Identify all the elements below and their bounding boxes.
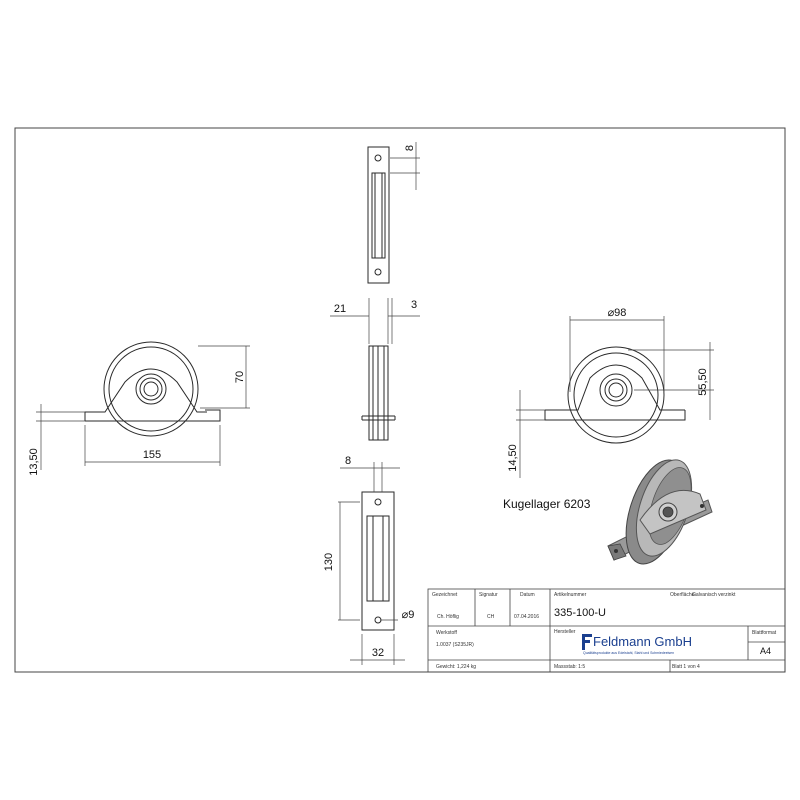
dim-bottom-hole-offset: 8	[345, 455, 351, 467]
article-number: 335-100-U	[554, 607, 606, 619]
surface-label: Oberfläche:	[670, 592, 696, 598]
dim-bottom-width: 32	[372, 647, 384, 659]
signature-value: CH	[487, 614, 495, 620]
front-view-dimensions	[36, 345, 250, 470]
company-logo: Feldmann GmbH Qualitätsprodukte aus Edel…	[582, 634, 692, 655]
top-view	[367, 146, 390, 284]
company-tagline: Qualitätsprodukte aus Edelstahl, Stahl u…	[583, 651, 674, 655]
title-block-grid	[427, 588, 786, 673]
dim-iso-wheel-dia: ⌀98	[608, 307, 627, 319]
dim-top-hole-offset: 8	[404, 145, 416, 151]
date-label: Datum	[520, 592, 535, 598]
wheel-3d-render	[607, 459, 713, 565]
weight: Gewicht: 1,224 kg	[436, 664, 476, 670]
sheet-number: Blatt 1 von 4	[672, 664, 700, 670]
dim-bottom-length: 130	[323, 553, 335, 571]
dim-side-plate: 3	[411, 299, 417, 311]
dim-front-plate: 13,50	[28, 448, 40, 476]
manufacturer-label: Hersteller	[554, 629, 576, 635]
dim-iso-plate: 14,50	[507, 444, 519, 472]
article-label: Artikelnummer	[554, 592, 587, 598]
dim-front-width: 155	[143, 449, 161, 461]
bearing-note: Kugellager 6203	[503, 497, 591, 511]
front-view	[84, 341, 221, 437]
company-name: Feldmann GmbH	[593, 634, 692, 649]
logo-mark-icon	[582, 634, 592, 650]
signature-label: Signatur	[479, 592, 498, 598]
iso-view	[544, 346, 686, 444]
surface-value: Galvanisch verzinkt	[692, 592, 736, 598]
date-value: 07.04.2016	[514, 614, 539, 620]
bottom-view	[361, 491, 395, 631]
author-label: Gezeichnet	[432, 592, 458, 598]
material-label: Werkstoff	[436, 630, 458, 636]
drawing-frame	[14, 127, 786, 673]
dim-front-height: 70	[234, 371, 246, 383]
material-value: 1.0037 (S235JR)	[436, 642, 474, 648]
side-view-dimensions	[330, 298, 420, 344]
scale: Massstab: 1:5	[554, 664, 585, 670]
sheet-format-label: Blattformat	[752, 630, 777, 636]
iso-view-dimensions	[516, 316, 714, 478]
dim-iso-axle-height: 55,50	[697, 368, 709, 396]
author-value: Ch. Höflig	[437, 614, 459, 620]
dim-bottom-hole-dia: ⌀9	[402, 609, 415, 621]
sheet-format-value: A4	[760, 646, 771, 656]
top-view-dimensions	[390, 142, 420, 190]
dim-side-wheel-width: 21	[334, 303, 346, 315]
bottom-view-dimensions	[338, 462, 405, 665]
side-view	[361, 345, 396, 441]
